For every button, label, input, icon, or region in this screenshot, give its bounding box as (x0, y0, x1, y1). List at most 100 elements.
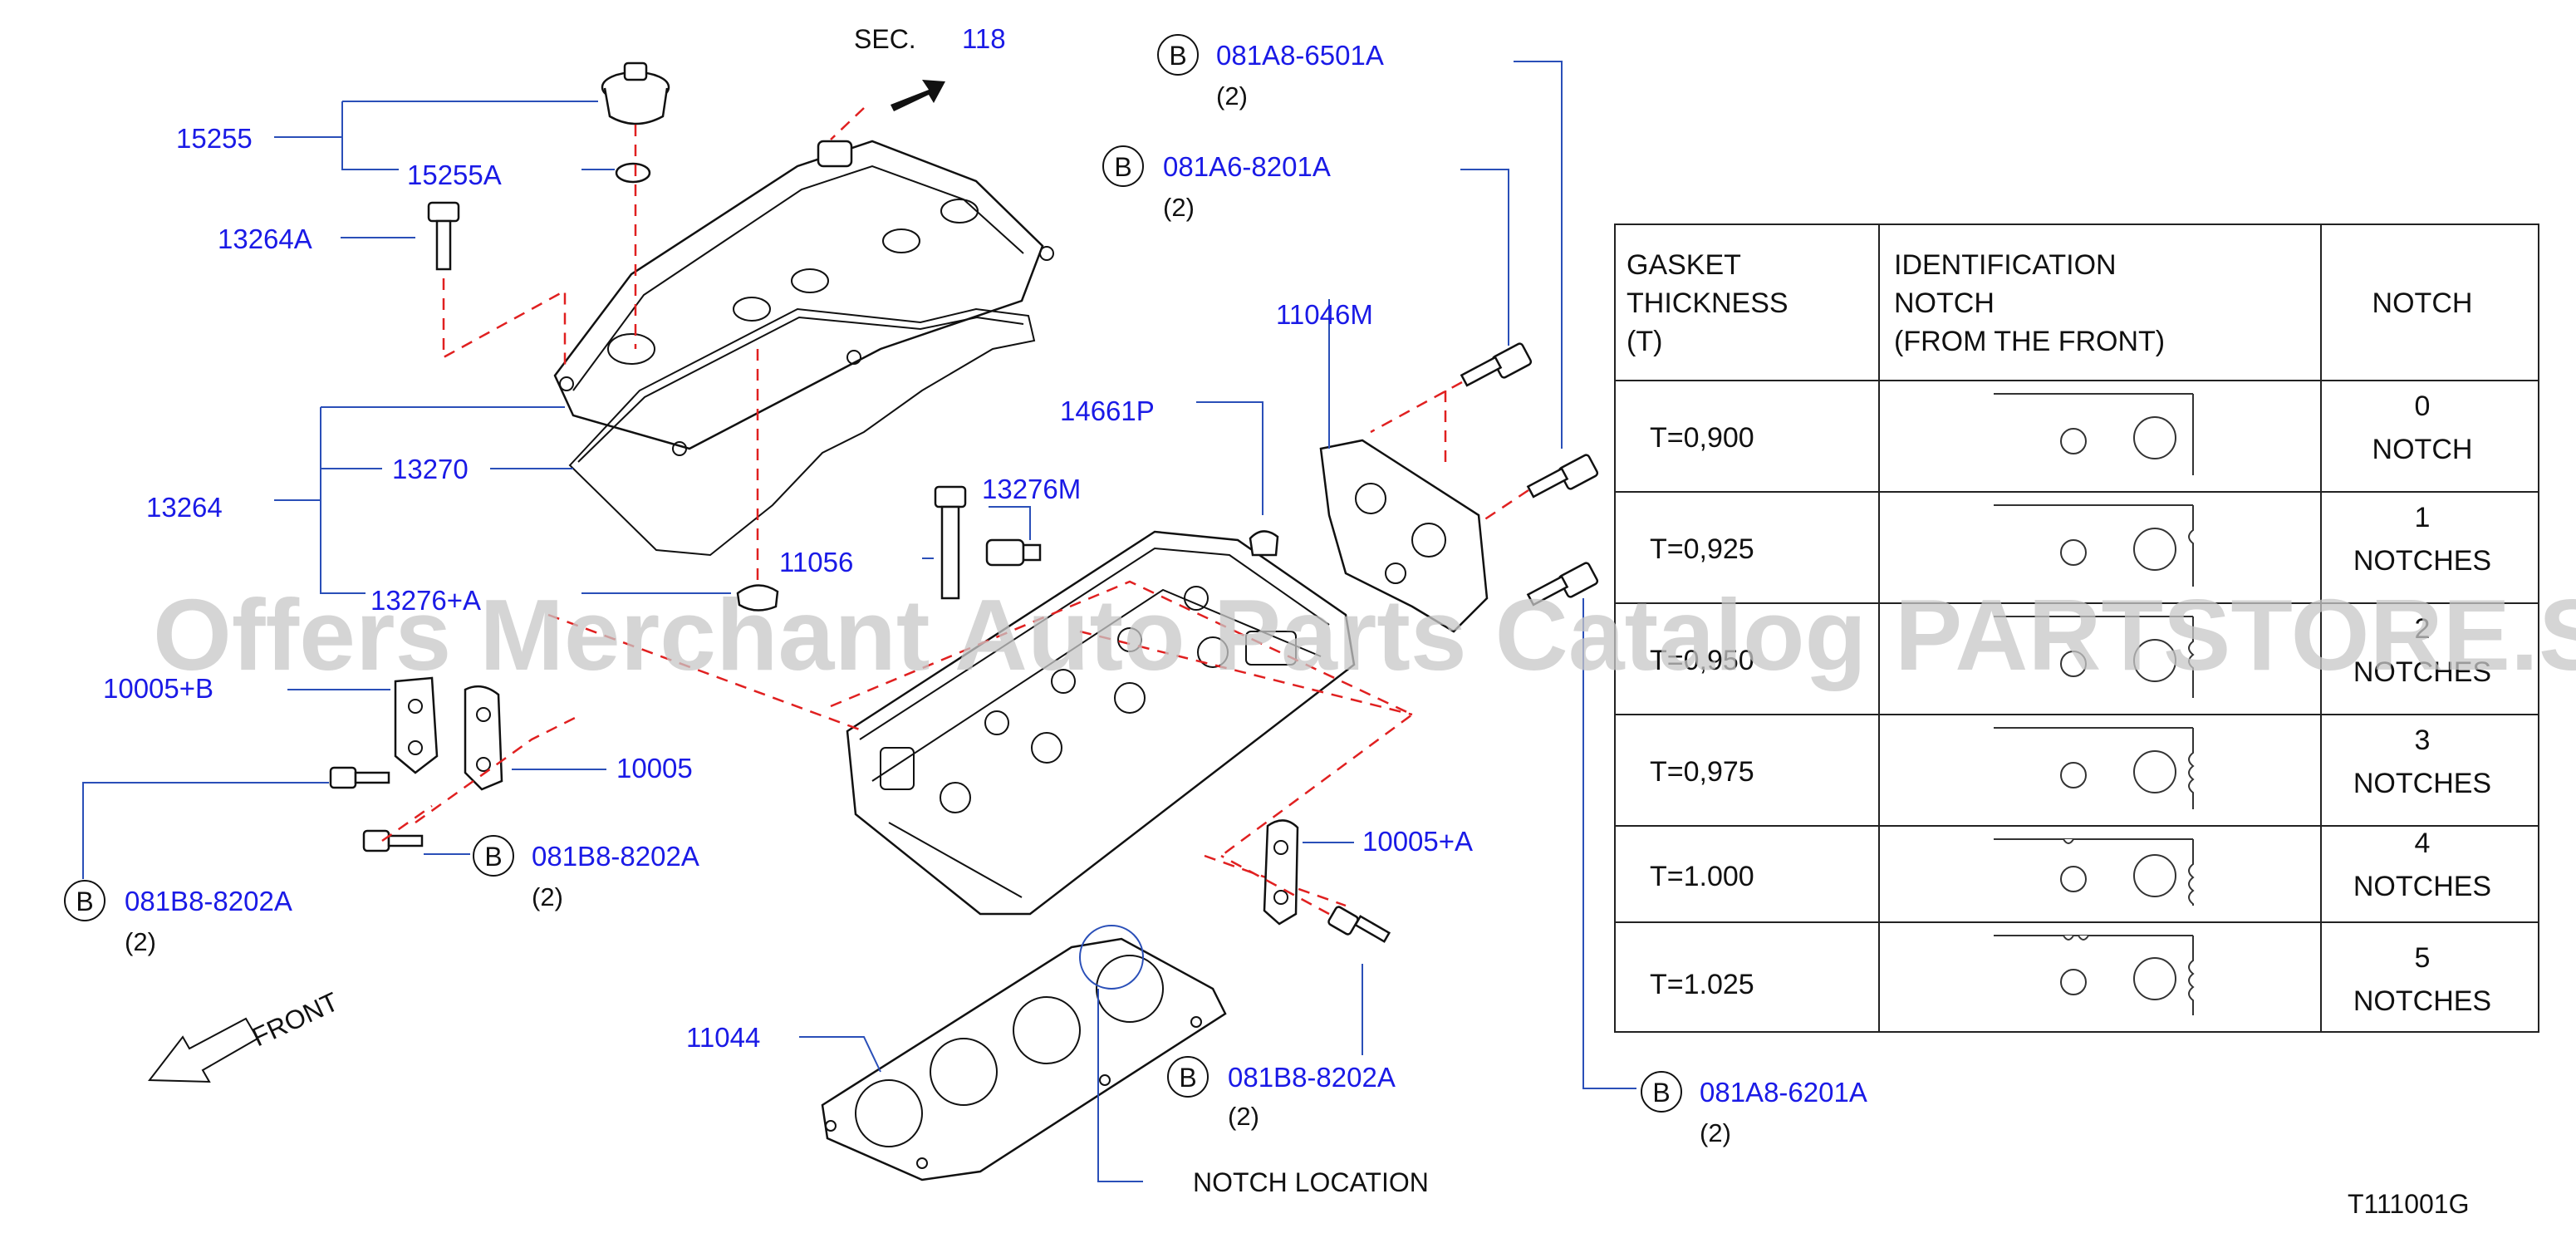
svg-text:T=1.000: T=1.000 (1650, 861, 1754, 892)
section-arrow-icon (891, 80, 945, 111)
bracket-10005b (394, 676, 439, 774)
label-14661p[interactable]: 14661P (1060, 395, 1155, 426)
label-11046m[interactable]: 11046M (1276, 299, 1373, 330)
header-notch: NOTCH (2372, 287, 2473, 319)
svg-text:NOTCHES: NOTCHES (2353, 545, 2491, 577)
oil-cap-seal (615, 162, 651, 184)
rocker-cover (553, 140, 1054, 456)
bracket-bolt-left-lower (362, 829, 424, 852)
bolt-marker-b-8201 (1102, 145, 1144, 187)
svg-text:1: 1 (2415, 502, 2431, 533)
label-15255[interactable]: 15255 (176, 123, 253, 154)
bolt-marker-b-8202-lower (1167, 1056, 1209, 1098)
table-row: T=0,900 0 NOTCH (1650, 391, 2472, 465)
label-13264[interactable]: 13264 (146, 492, 223, 523)
bracket-10005 (464, 685, 503, 791)
label-13276a[interactable]: 13276+A (370, 585, 481, 616)
header-identification-line1: IDENTIFICATION (1894, 249, 2117, 281)
header-identification-line3: (FROM THE FRONT) (1894, 326, 2165, 357)
svg-text:T=1.025: T=1.025 (1650, 969, 1754, 1000)
notch-sketch (1994, 935, 2195, 1015)
bolt-6201-qty: (2) (1700, 1118, 1731, 1147)
svg-text:B: B (1114, 152, 1131, 182)
bolt-6501-part[interactable]: 081A8-6501A (1216, 40, 1384, 71)
header-thickness-line1: GASKET (1627, 249, 1741, 281)
front-label: FRONT (248, 986, 343, 1052)
bolt-marker-b-8202-left (64, 880, 105, 921)
section-number-link[interactable]: 118 (962, 23, 1006, 54)
table-row: T=0,925 1 NOTCHES (1650, 502, 2491, 577)
bolt-13264a (427, 201, 460, 271)
label-13264a[interactable]: 13264A (218, 224, 312, 254)
notch-sketch (1994, 838, 2195, 906)
svg-text:B: B (76, 887, 93, 916)
notch-sketch (1994, 616, 2195, 698)
svg-text:2: 2 (2415, 613, 2431, 645)
bolt-8201-part[interactable]: 081A6-8201A (1163, 151, 1331, 182)
svg-text:B: B (484, 842, 502, 872)
label-11056[interactable]: 11056 (779, 547, 853, 577)
gasket-thickness-table (1614, 224, 2539, 1033)
oil-filler-cap (601, 61, 670, 125)
bracket-bolt-right (1327, 906, 1391, 943)
svg-text:T=0,975: T=0,975 (1650, 756, 1754, 788)
bracket-bolt-left-upper (329, 766, 390, 789)
svg-text:NOTCHES: NOTCHES (2353, 656, 2491, 688)
svg-text:B: B (1169, 41, 1186, 71)
label-15255a[interactable]: 15255A (407, 160, 502, 190)
bolt-8202-left-qty: (2) (125, 927, 156, 956)
notch-location-label: NOTCH LOCATION (1193, 1167, 1429, 1197)
bolt-8202-left-part[interactable]: 081B8-8202A (125, 886, 292, 916)
rear-cover-bolt-upper (1460, 342, 1533, 387)
head-gasket-11044 (821, 937, 1227, 1181)
header-identification-line2: NOTCH (1894, 287, 1995, 319)
bolt-marker-b-6201 (1641, 1071, 1682, 1113)
front-arrow-icon (148, 1017, 259, 1083)
bolt-8202-center-part[interactable]: 081B8-8202A (532, 841, 699, 872)
header-thickness-line3: (T) (1627, 326, 1662, 357)
diagram-code: T111001G (2348, 1189, 2469, 1219)
rear-cover-bolt-mid (1526, 454, 1599, 499)
svg-text:T=0,950: T=0,950 (1650, 645, 1754, 676)
label-10005a[interactable]: 10005+A (1362, 826, 1473, 857)
rear-cover-bolt-lower (1526, 562, 1599, 607)
bolt-8201-qty: (2) (1163, 193, 1195, 222)
svg-text:3: 3 (2415, 725, 2431, 756)
svg-text:B: B (1179, 1063, 1196, 1093)
label-11044[interactable]: 11044 (686, 1022, 760, 1053)
table-row: T=1.000 4 NOTCHES (1650, 828, 2491, 902)
bolt-6201-part[interactable]: 081A8-6201A (1700, 1077, 1867, 1108)
label-10005b[interactable]: 10005+B (103, 673, 213, 704)
svg-text:NOTCHES: NOTCHES (2353, 985, 2491, 1017)
label-10005[interactable]: 10005 (616, 753, 693, 784)
bolt-8202-lower-qty: (2) (1228, 1102, 1259, 1131)
head-bolt-11056 (934, 485, 967, 600)
bolt-marker-b-8202-center (473, 835, 514, 877)
svg-text:NOTCH: NOTCH (2372, 434, 2473, 465)
svg-text:NOTCHES: NOTCHES (2353, 871, 2491, 902)
notch-sketch (1994, 504, 2194, 587)
plug-14661p (1249, 530, 1279, 557)
label-13276m[interactable]: 13276M (982, 474, 1081, 504)
svg-text:5: 5 (2415, 942, 2431, 974)
bolt-marker-b-6501 (1157, 34, 1199, 76)
header-thickness-line2: THICKNESS (1627, 287, 1788, 319)
bolt-8202-lower-part[interactable]: 081B8-8202A (1228, 1062, 1396, 1093)
label-13270[interactable]: 13270 (392, 454, 469, 484)
table-row: T=1.025 5 NOTCHES (1650, 942, 2491, 1017)
table-row: T=0,950 2 NOTCHES (1650, 613, 2491, 688)
grommet-13276a (736, 584, 779, 612)
plug-13276m (985, 538, 1042, 567)
svg-text:0: 0 (2415, 391, 2431, 422)
notch-sketch (1994, 393, 2194, 475)
section-prefix: SEC. (854, 24, 916, 54)
watermark-text: Offers Merchant Auto Parts Catalog PARTS… (153, 578, 2576, 691)
cylinder-head (846, 530, 1356, 916)
rocker-cover-gasket (568, 307, 1036, 557)
svg-text:T=0,900: T=0,900 (1650, 422, 1754, 454)
table-row: T=0,975 3 NOTCHES (1650, 725, 2491, 799)
bolt-8202-center-qty: (2) (532, 882, 563, 911)
svg-text:4: 4 (2415, 828, 2431, 859)
svg-text:NOTCHES: NOTCHES (2353, 768, 2491, 799)
